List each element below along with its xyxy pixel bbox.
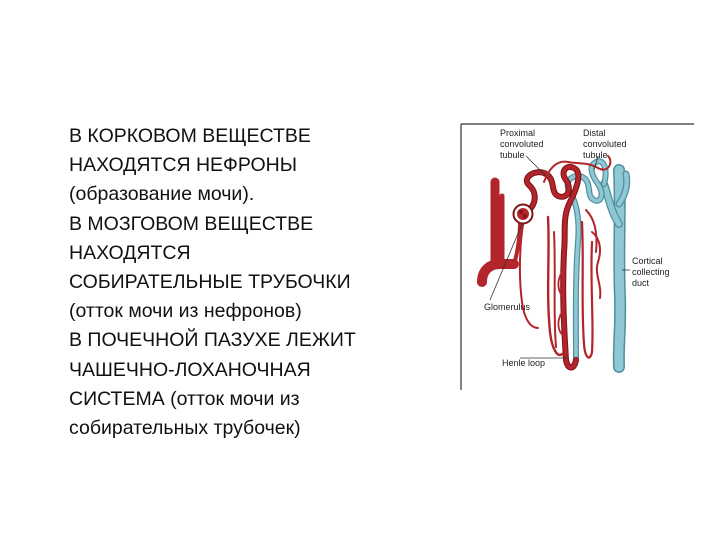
blood-vessels [477,155,612,359]
line: НАХОДЯТСЯ [69,241,191,264]
proximal-tubule [520,164,582,371]
line: (отток мочи из нефронов) [69,300,302,323]
label-cortical-3: duct [632,278,650,288]
line: В КОРКОВОМ ВЕЩЕСТВЕ [69,125,311,147]
line: СОБИРАТЕЛЬНЫЕ ТРУБОЧКИ [69,271,351,294]
line: ЧАШЕЧНО-ЛОХАНОЧНАЯ [69,358,311,381]
label-proximal-1: Proximal [500,128,535,138]
label-proximal-2: convoluted [500,139,544,149]
leader-lines [489,155,630,359]
label-cortical-1: Cortical [632,256,663,266]
glomerulus [512,203,534,225]
line: собирательных трубочек) [69,417,301,440]
line: В ПОЧЕЧНОЙ ПАЗУХЕ ЛЕЖИТ [69,329,356,352]
label-henle-loop: Henle loop [502,358,545,368]
collecting-duct [600,164,631,373]
paragraph-cortex: В КОРКОВОМ ВЕЩЕСТВЕ НАХОДЯТСЯ НЕФРОНЫ (о… [69,122,439,210]
paragraph-sinus: В ПОЧЕЧНОЙ ПАЗУХЕ ЛЕЖИТ ЧАШЕЧНО-ЛОХАНОЧН… [69,326,439,443]
nephron-figure: Proximal convoluted tubule Distal convol… [458,122,694,390]
label-distal-2: convoluted [583,139,627,149]
label-cortical-2: collecting [632,267,670,277]
paragraph-medulla: В МОЗГОВОМ ВЕЩЕСТВЕ НАХОДЯТСЯ СОБИРАТЕЛЬ… [69,210,439,327]
line: В МОЗГОВОМ ВЕЩЕСТВЕ [69,212,314,235]
distal-tubule [564,158,609,363]
label-glomerulus: Glomerulus [484,302,531,312]
nephron-diagram: Proximal convoluted tubule Distal convol… [460,123,694,390]
label-distal-1: Distal [583,128,606,138]
line: СИСТЕМА (отток мочи из [69,387,300,410]
line: НАХОДЯТСЯ НЕФРОНЫ [69,154,297,177]
line: (образование мочи). [69,183,255,206]
label-proximal-3: tubule [500,150,525,160]
slide-text: В КОРКОВОМ ВЕЩЕСТВЕ НАХОДЯТСЯ НЕФРОНЫ (о… [69,122,439,443]
label-distal-3: tubule [583,150,608,160]
